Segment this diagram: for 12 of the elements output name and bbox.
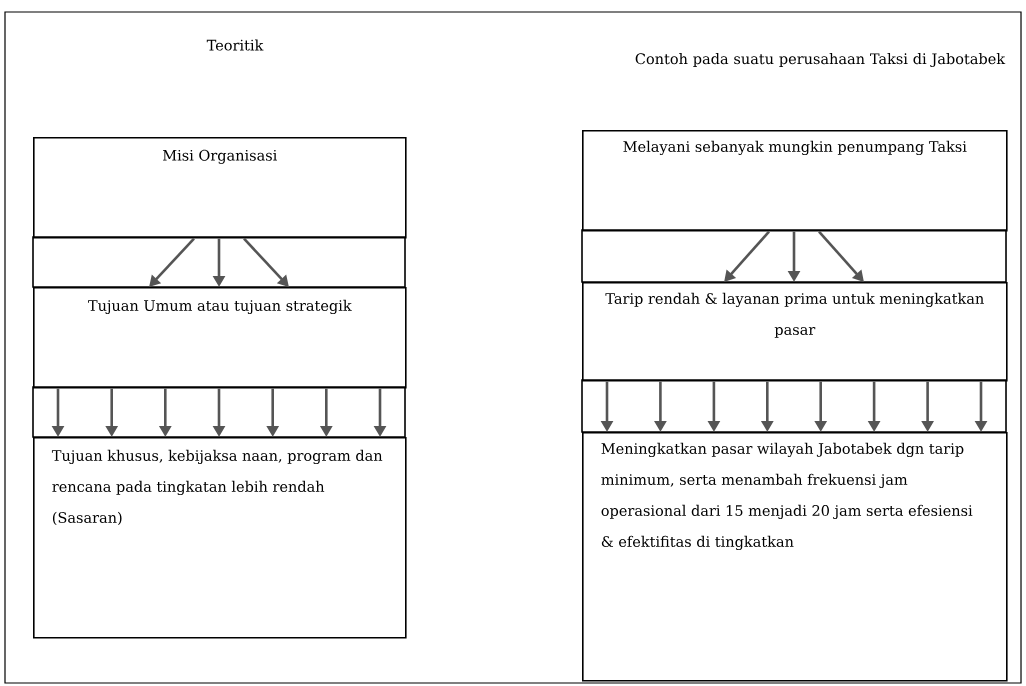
arrow xyxy=(243,237,289,287)
text-box: Melayani sebanyak mungkin penumpang Taksi xyxy=(582,130,1008,232)
column-heading: Contoh pada suatu perusahaan Taksi di Jabotabek xyxy=(635,53,1006,67)
arrow xyxy=(724,230,770,282)
arrow xyxy=(818,230,864,282)
column-heading: Teoritik xyxy=(206,39,264,51)
text-box: Tarip rendah & layanan prima untuk meningkatkan pasar xyxy=(582,282,1008,382)
text-box: Tujuan Umum atau tujuan strategik xyxy=(33,287,407,389)
text-box: Meningkatkan pasar wilayah Jabotabek dgn tarip minimum, serta menambah frekuensi jam operasional dari 15 menjadi 20 jam serta efesiensi & efektifitas di tingkatkan xyxy=(582,432,1008,682)
text-box: Misi Organisasi xyxy=(33,137,407,239)
text-box: Tujuan khusus, kebijaksa naan, program dan rencana pada tingkatan lebih rendah (Sasaran) xyxy=(33,437,407,639)
arrow xyxy=(149,237,195,287)
